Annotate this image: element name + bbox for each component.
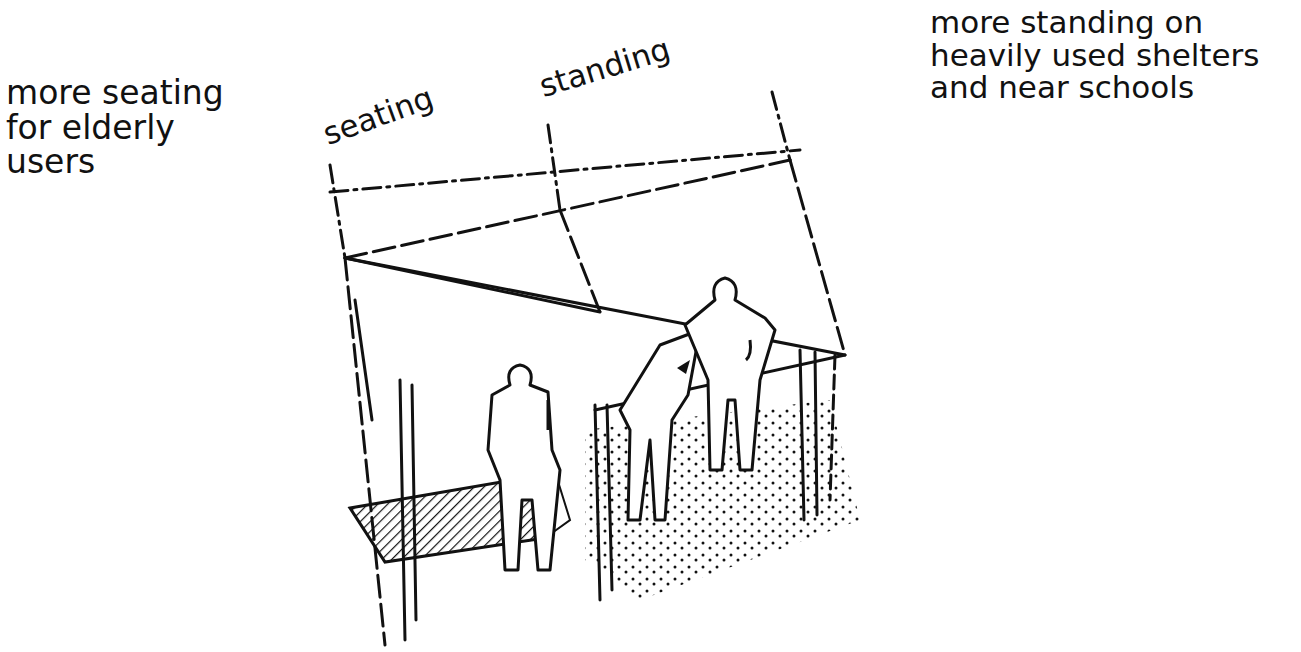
note-text: more seating for elderly users <box>6 76 246 180</box>
zone-label: seating <box>319 81 438 151</box>
zone-label: standing <box>535 32 673 102</box>
note-text: more standing on heavily used shelters a… <box>930 6 1295 104</box>
